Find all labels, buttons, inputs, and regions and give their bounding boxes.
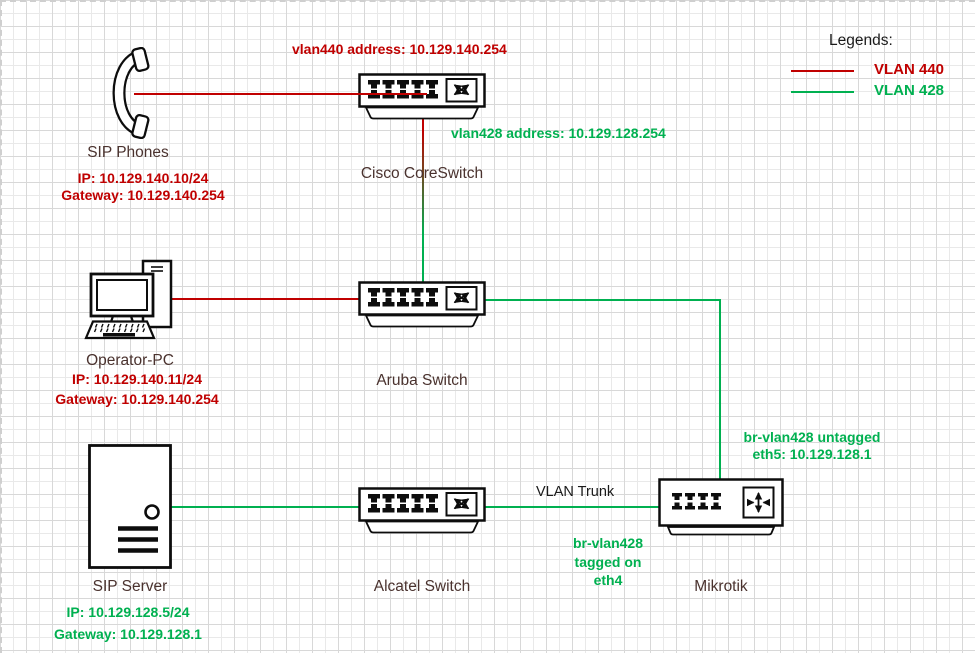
sip-phones-gateway-line: Gateway: 10.129.140.254 (61, 187, 225, 203)
vlan440-address-label: vlan440 address: 10.129.140.254 (292, 41, 507, 57)
untagged-line2: eth5: 10.129.128.1 (752, 446, 872, 462)
operator-pc-gateway-line: Gateway: 10.129.140.254 (55, 391, 219, 407)
sip-server-ip: IP: 10.129.128.5/24 Gateway: 10.129.128.… (28, 601, 228, 645)
cisco-switch-label: Cisco CoreSwitch (360, 165, 484, 182)
legend-title: Legends: (829, 32, 893, 49)
link-server-alcatel (167, 506, 363, 508)
aruba-switch-icon[interactable] (358, 281, 486, 328)
vlan-trunk-label: VLAN Trunk (536, 484, 615, 500)
operator-pc-label: Operator-PC (86, 352, 174, 369)
tagged-line1: br-vlan428 (572, 535, 644, 551)
cisco-switch-icon[interactable] (358, 73, 486, 120)
sip-server-label: SIP Server (92, 578, 168, 595)
phone-handset-icon[interactable] (110, 47, 150, 139)
server-icon[interactable] (88, 444, 172, 570)
tagged-line2: tagged on (574, 553, 642, 570)
link-aruba-mikrotik-v (719, 299, 721, 481)
untagged-line1: br-vlan428 untagged (743, 429, 881, 445)
tagged-line3: eth4 (593, 572, 623, 588)
br-vlan428-tagged-label: br-vlan428 tagged on eth4 (548, 534, 668, 590)
sip-phones-label: SIP Phones (87, 144, 169, 161)
pc-icon[interactable] (83, 258, 205, 346)
alcatel-switch-icon[interactable] (358, 487, 486, 534)
legend-label-vlan428: VLAN 428 (874, 82, 945, 99)
legend-line-vlan428 (791, 91, 854, 93)
sip-server-ip-line: IP: 10.129.128.5/24 (66, 604, 190, 620)
link-cisco-aruba (422, 110, 424, 283)
sip-server-gateway-line: Gateway: 10.129.128.1 (54, 626, 202, 642)
link-aruba-mikrotik-h (481, 299, 721, 301)
operator-pc-ip: IP: 10.129.140.11/24 Gateway: 10.129.140… (37, 369, 237, 409)
aruba-switch-label: Aruba Switch (376, 372, 468, 389)
br-vlan428-untagged-label: br-vlan428 untagged eth5: 10.129.128.1 (732, 429, 892, 463)
sip-phones-ip: IP: 10.129.140.10/24 Gateway: 10.129.140… (43, 170, 243, 204)
vlan428-address-label: vlan428 address: 10.129.128.254 (451, 125, 666, 141)
mikrotik-label: Mikrotik (694, 578, 748, 595)
link-phones-cisco (134, 93, 427, 95)
legend-line-vlan440 (791, 70, 854, 72)
sip-phones-ip-line: IP: 10.129.140.10/24 (77, 170, 209, 186)
legend-label-vlan440: VLAN 440 (874, 61, 945, 78)
alcatel-switch-label: Alcatel Switch (373, 578, 471, 595)
link-pc-aruba (170, 298, 363, 300)
router-icon[interactable] (658, 478, 784, 536)
operator-pc-ip-line: IP: 10.129.140.11/24 (72, 371, 202, 387)
link-alcatel-mikrotik (483, 506, 661, 508)
